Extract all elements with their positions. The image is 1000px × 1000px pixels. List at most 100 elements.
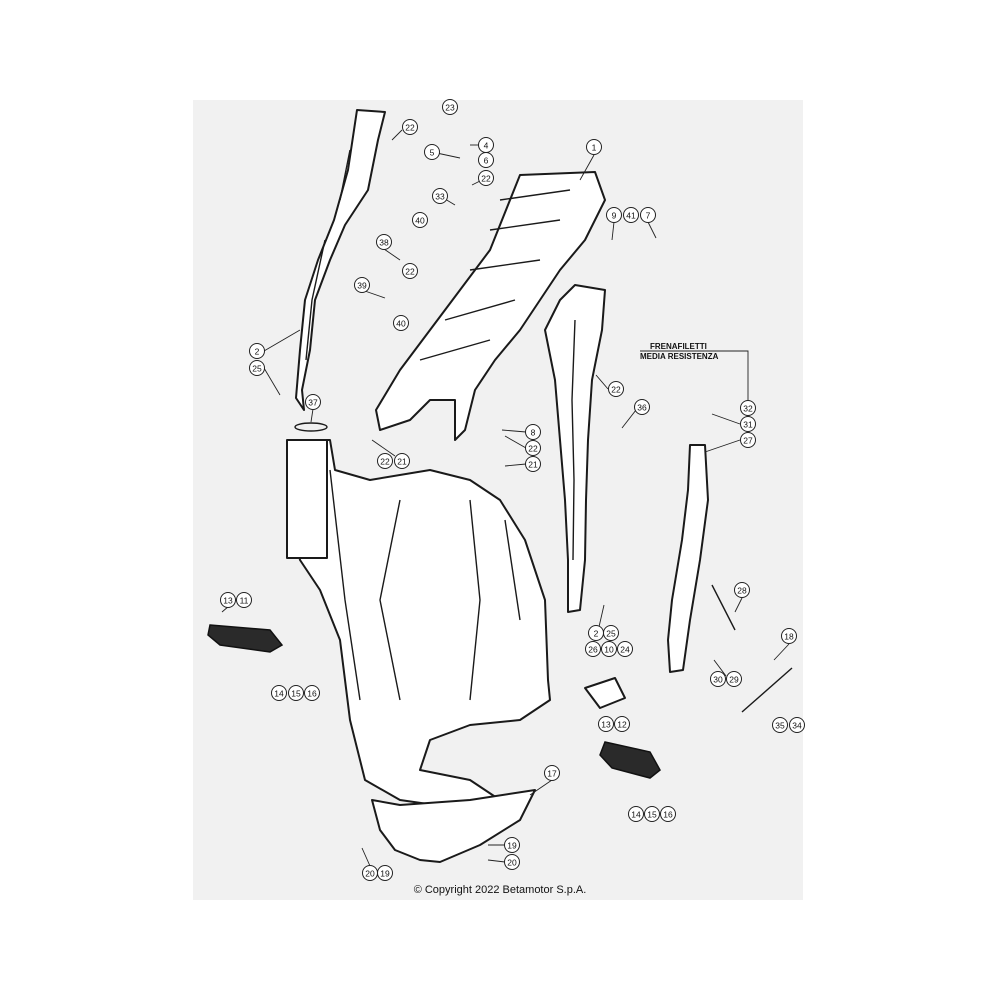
leader-line bbox=[621, 409, 637, 429]
return-spring bbox=[741, 667, 793, 713]
note-line2: MEDIA RESISTENZA bbox=[640, 352, 719, 361]
callout-number: 20 bbox=[507, 858, 517, 868]
main-frame bbox=[291, 439, 551, 811]
callout-9: 9 bbox=[606, 207, 622, 223]
callout-circle bbox=[525, 456, 541, 472]
callout-circle bbox=[601, 641, 617, 657]
leader-line bbox=[504, 463, 527, 467]
callout-number: 38 bbox=[379, 238, 389, 248]
callout-number: 35 bbox=[775, 721, 785, 731]
callout-circle bbox=[740, 400, 756, 416]
callout-5: 5 bbox=[424, 144, 440, 160]
callout-21: 21 bbox=[394, 453, 410, 469]
callout-circle bbox=[442, 99, 458, 115]
leader-line bbox=[361, 847, 371, 867]
callout-number: 10 bbox=[604, 645, 614, 655]
leader-line bbox=[391, 129, 403, 141]
leader-line bbox=[579, 154, 595, 181]
callout-32: 32 bbox=[740, 400, 756, 416]
callout-15: 15 bbox=[288, 685, 304, 701]
callout-40: 40 bbox=[393, 315, 409, 331]
callout-18: 18 bbox=[781, 628, 797, 644]
callout-number: 25 bbox=[252, 364, 262, 374]
callout-number: 40 bbox=[415, 216, 425, 226]
callout-16: 16 bbox=[304, 685, 320, 701]
callout-number: 13 bbox=[601, 720, 611, 730]
frame-protector bbox=[584, 677, 626, 709]
callout-13: 13 bbox=[598, 716, 614, 732]
right-footpeg bbox=[599, 741, 661, 779]
callout-34: 34 bbox=[789, 717, 805, 733]
callout-number: 26 bbox=[588, 645, 598, 655]
callout-number: 34 bbox=[792, 721, 802, 731]
leader-line bbox=[595, 374, 609, 390]
callout-number: 16 bbox=[663, 810, 673, 820]
leader-line bbox=[611, 221, 615, 241]
callout-number: 15 bbox=[647, 810, 657, 820]
callout-19: 19 bbox=[377, 865, 393, 881]
callout-39: 39 bbox=[354, 277, 370, 293]
callout-number: 23 bbox=[445, 103, 455, 113]
skid-plate bbox=[371, 789, 536, 863]
callout-number: 8 bbox=[531, 428, 536, 438]
callout-circle bbox=[249, 343, 265, 359]
leader-line bbox=[383, 248, 401, 261]
callout-circle bbox=[623, 207, 639, 223]
callout-number: 11 bbox=[240, 596, 249, 606]
callout-number: 1 bbox=[592, 143, 597, 153]
left-footpeg bbox=[207, 624, 284, 653]
leader-line bbox=[773, 643, 790, 661]
callout-circle bbox=[726, 671, 742, 687]
callout-circle bbox=[288, 685, 304, 701]
callout-number: 24 bbox=[620, 645, 630, 655]
callout-circle bbox=[660, 806, 676, 822]
callout-circle bbox=[412, 212, 428, 228]
callout-number: 40 bbox=[396, 319, 406, 329]
callout-number: 5 bbox=[430, 148, 435, 158]
callout-number: 41 bbox=[626, 211, 636, 221]
callout-circle bbox=[271, 685, 287, 701]
callout-circle bbox=[628, 806, 644, 822]
callout-circle bbox=[354, 277, 370, 293]
callout-number: 4 bbox=[484, 141, 489, 151]
callout-28: 28 bbox=[734, 582, 750, 598]
callout-number: 22 bbox=[405, 123, 415, 133]
callout-circle bbox=[305, 394, 321, 410]
note-line1: FRENAFILETTI bbox=[650, 342, 707, 351]
callout-number: 13 bbox=[223, 596, 233, 606]
callout-number: 9 bbox=[612, 211, 617, 221]
callout-circle bbox=[640, 207, 656, 223]
callout-23: 23 bbox=[442, 99, 458, 115]
leader-line bbox=[501, 429, 527, 433]
callout-circle bbox=[740, 416, 756, 432]
callout-number: 7 bbox=[646, 211, 651, 221]
callout-number: 14 bbox=[631, 810, 641, 820]
callout-number: 37 bbox=[308, 398, 318, 408]
rear-subframe bbox=[375, 171, 606, 441]
callout-22: 22 bbox=[377, 453, 393, 469]
callout-35: 35 bbox=[772, 717, 788, 733]
callout-36: 36 bbox=[634, 399, 650, 415]
callout-number: 21 bbox=[528, 460, 538, 470]
callout-22: 22 bbox=[402, 263, 418, 279]
callout-15: 15 bbox=[644, 806, 660, 822]
callout-16: 16 bbox=[660, 806, 676, 822]
callout-circle bbox=[304, 685, 320, 701]
callout-26: 26 bbox=[585, 641, 601, 657]
callout-12: 12 bbox=[614, 716, 630, 732]
callout-circle bbox=[710, 671, 726, 687]
leader-line bbox=[310, 408, 314, 423]
callout-27: 27 bbox=[740, 432, 756, 448]
callout-circle bbox=[740, 432, 756, 448]
leader-line bbox=[711, 413, 741, 425]
callout-number: 12 bbox=[617, 720, 627, 730]
callout-circle bbox=[249, 360, 265, 376]
callout-6: 6 bbox=[478, 152, 494, 168]
callout-number: 39 bbox=[357, 281, 367, 291]
callout-circle bbox=[504, 837, 520, 853]
callout-40: 40 bbox=[412, 212, 428, 228]
callout-circle bbox=[598, 716, 614, 732]
leader-line bbox=[504, 435, 527, 449]
callout-circle bbox=[603, 625, 619, 641]
